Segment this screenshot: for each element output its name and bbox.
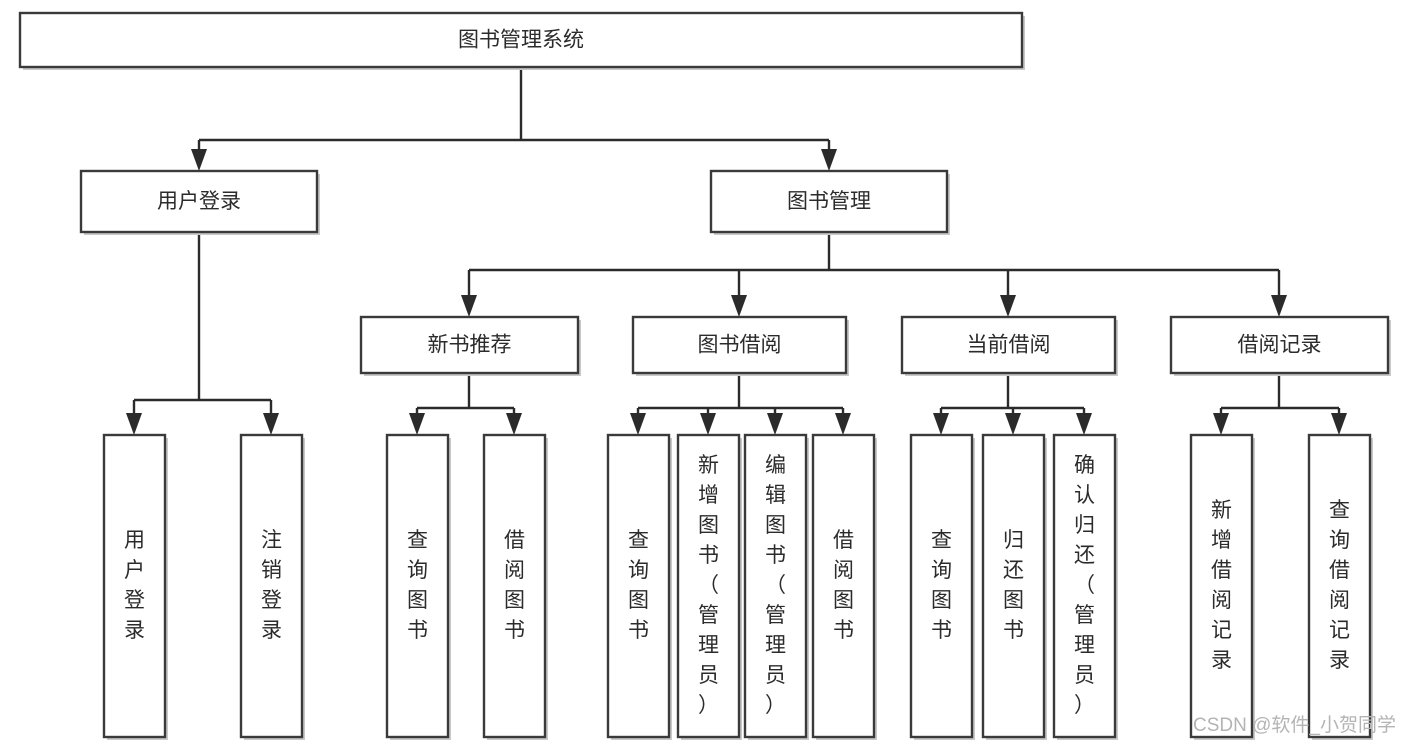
connector-arrowhead — [126, 413, 142, 435]
connector-arrowhead — [191, 149, 207, 171]
node-rect[interactable] — [900, 315, 1117, 375]
connector-arrowhead — [821, 149, 837, 171]
connector-arrowhead — [1005, 413, 1021, 435]
node-rect[interactable] — [482, 433, 547, 739]
node-label: 新增图书（管理员） — [698, 454, 719, 717]
node-leaf-borrow-book-new[interactable]: 借阅图书 — [482, 433, 548, 740]
node-label: 图书管理系统 — [458, 29, 584, 52]
node-label: 查询借阅记录 — [1329, 499, 1350, 672]
connector-arrowhead — [1076, 413, 1092, 435]
node-book-management[interactable]: 图书管理 — [709, 169, 950, 235]
connector-group — [191, 67, 837, 171]
connector-group — [933, 373, 1092, 435]
connector-arrowhead — [835, 413, 851, 435]
node-rect[interactable] — [239, 433, 304, 739]
node-leaf-query-book-current[interactable]: 查询图书 — [909, 433, 975, 740]
connector-group — [461, 232, 1287, 317]
node-rect[interactable] — [631, 315, 848, 375]
node-rect[interactable] — [709, 169, 949, 234]
node-label: 图书管理 — [787, 190, 871, 213]
node-leaf-query-book-borrow[interactable]: 查询图书 — [606, 433, 672, 740]
connector-arrowhead — [1271, 295, 1287, 317]
connector-arrowhead — [263, 413, 279, 435]
node-rect[interactable] — [385, 433, 450, 739]
node-new-book-recommend[interactable]: 新书推荐 — [359, 315, 581, 376]
node-book-borrow[interactable]: 图书借阅 — [631, 315, 849, 376]
node-label: 图书借阅 — [698, 334, 782, 357]
node-leaf-add-book-admin[interactable]: 新增图书（管理员） — [676, 433, 742, 740]
node-label: 借阅图书 — [833, 529, 854, 642]
node-leaf-user-login[interactable]: 用户登录 — [102, 433, 168, 740]
node-rect[interactable] — [18, 11, 1024, 69]
connector-arrowhead — [1000, 295, 1016, 317]
node-leaf-query-borrow-record[interactable]: 查询借阅记录 — [1307, 433, 1373, 740]
node-root[interactable]: 图书管理系统 — [18, 11, 1025, 70]
node-rect[interactable] — [743, 433, 808, 739]
connector-arrowhead — [506, 413, 522, 435]
connector-arrowhead — [731, 295, 747, 317]
node-leaf-confirm-return-admin[interactable]: 确认归还（管理员） — [1052, 433, 1118, 740]
connector-group — [1213, 373, 1347, 435]
node-layer: 图书管理系统用户登录图书管理新书推荐图书借阅当前借阅借阅记录用户登录注销登录查询… — [18, 11, 1391, 740]
connector-group — [409, 373, 522, 435]
node-rect[interactable] — [811, 433, 876, 739]
node-borrow-record[interactable]: 借阅记录 — [1169, 315, 1391, 376]
node-label: 查询图书 — [628, 529, 649, 642]
node-rect[interactable] — [606, 433, 671, 739]
node-label: 注销登录 — [261, 529, 282, 642]
node-label: 新增借阅记录 — [1211, 499, 1232, 672]
node-rect[interactable] — [79, 169, 319, 234]
node-user-login[interactable]: 用户登录 — [79, 169, 320, 235]
connector-arrowhead — [767, 413, 783, 435]
connector-group — [126, 232, 279, 435]
connector-arrowhead — [1331, 413, 1347, 435]
node-label: 借阅图书 — [504, 529, 525, 642]
node-rect[interactable] — [981, 433, 1046, 739]
node-rect[interactable] — [102, 433, 167, 739]
node-label: 用户登录 — [157, 190, 241, 213]
node-leaf-query-book-new[interactable]: 查询图书 — [385, 433, 451, 740]
node-leaf-user-logout[interactable]: 注销登录 — [239, 433, 305, 740]
connector-group — [630, 373, 851, 435]
node-rect[interactable] — [1169, 315, 1390, 375]
connector-arrowhead — [409, 413, 425, 435]
node-label: 查询图书 — [931, 529, 952, 642]
node-leaf-edit-book-admin[interactable]: 编辑图书（管理员） — [743, 433, 809, 740]
node-rect[interactable] — [1307, 433, 1372, 739]
node-rect[interactable] — [909, 433, 974, 739]
node-label: 新书推荐 — [428, 334, 512, 357]
node-label: 编辑图书（管理员） — [765, 454, 786, 717]
node-leaf-add-borrow-record[interactable]: 新增借阅记录 — [1189, 433, 1255, 740]
node-label: 用户登录 — [124, 529, 145, 642]
connector-layer — [126, 67, 1347, 435]
node-rect[interactable] — [359, 315, 580, 375]
node-leaf-return-book[interactable]: 归还图书 — [981, 433, 1047, 740]
node-label: 归还图书 — [1003, 529, 1024, 642]
node-rect[interactable] — [676, 433, 741, 739]
connector-arrowhead — [933, 413, 949, 435]
node-label: 当前借阅 — [967, 334, 1051, 357]
connector-arrowhead — [461, 295, 477, 317]
node-label: 确认归还（管理员） — [1074, 454, 1095, 717]
node-leaf-borrow-book[interactable]: 借阅图书 — [811, 433, 877, 740]
node-label: 查询图书 — [407, 529, 428, 642]
connector-arrowhead — [1213, 413, 1229, 435]
watermark-label: CSDN @软件_小贺同学 — [1193, 714, 1396, 736]
node-rect[interactable] — [1189, 433, 1254, 739]
connector-arrowhead — [700, 413, 716, 435]
node-label: 借阅记录 — [1238, 334, 1322, 357]
connector-arrowhead — [630, 413, 646, 435]
node-current-borrow[interactable]: 当前借阅 — [900, 315, 1118, 376]
node-rect[interactable] — [1052, 433, 1117, 739]
